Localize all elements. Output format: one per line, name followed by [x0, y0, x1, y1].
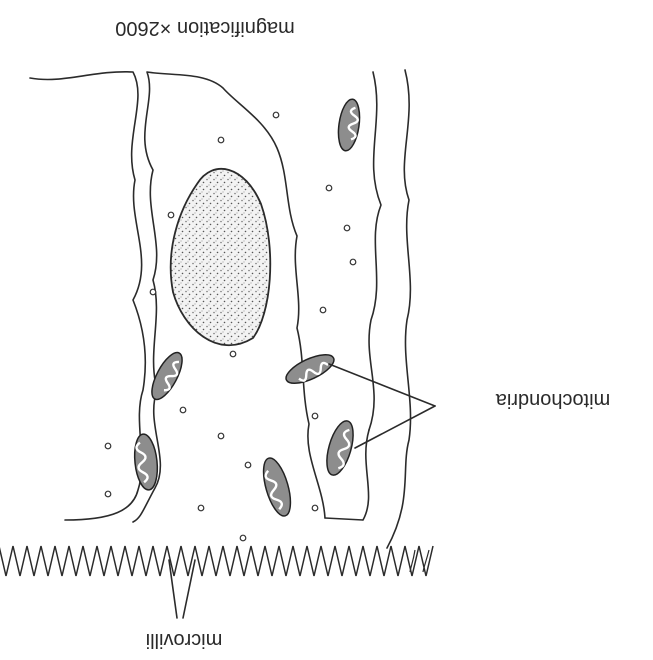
mitochondrion: [335, 98, 362, 152]
mitochondrion: [132, 433, 160, 491]
mitochondria-pointer-line: [329, 364, 435, 406]
mitochondrion: [322, 418, 359, 478]
mitochondria-label: mitochondria: [495, 389, 610, 411]
mitochondrion: [146, 348, 188, 403]
mitochondrion: [258, 455, 296, 519]
microvilli-label: microvilli: [146, 629, 223, 651]
microvilli-band: [410, 550, 429, 572]
nucleus: [171, 169, 271, 345]
mitochondrion: [282, 349, 338, 389]
mitochondria-pointer-line: [355, 406, 435, 448]
neighbor-cell-right-outline: [387, 70, 411, 548]
magnification-label: magnification ×2600: [115, 17, 295, 39]
neighbor-cell-right-inner: [369, 72, 381, 430]
microvilli-band: [0, 546, 433, 576]
neighbor-cell-left-outline: [30, 72, 145, 520]
